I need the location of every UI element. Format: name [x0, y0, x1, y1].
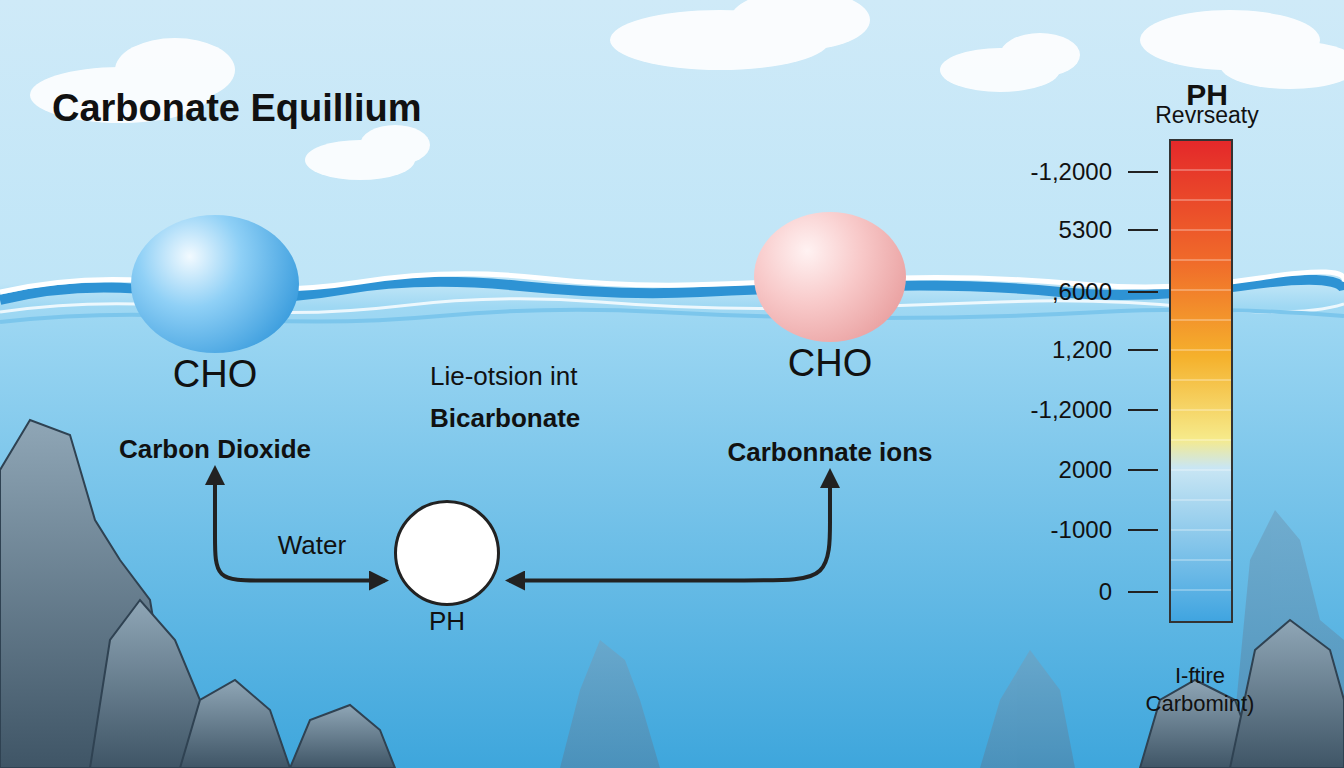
edge-label: Water: [278, 530, 346, 559]
scale-value: 5300: [1059, 217, 1112, 243]
bar-grid-line: [1171, 410, 1231, 411]
node-heading: Carbonnate ions: [721, 437, 938, 468]
bar-grid-line: [1171, 380, 1231, 381]
tick-mark: [1128, 349, 1158, 351]
bar-grid-line: [1171, 470, 1231, 471]
scale-value: -1,2000: [1031, 159, 1112, 185]
bar-grid-line: [1171, 440, 1231, 441]
bar-grid-line: [1171, 560, 1231, 561]
scale-footer: I-ftire: [1175, 664, 1225, 688]
bar-grid-line: [1171, 530, 1231, 531]
scale-value: 0: [1099, 579, 1112, 605]
scale-value: 1,200: [1052, 337, 1112, 363]
tick-mark: [1128, 469, 1158, 471]
tick-mark: [1128, 409, 1158, 411]
clouds: [30, 0, 1344, 180]
bar-grid-line: [1171, 170, 1231, 171]
bar-grid-line: [1171, 290, 1231, 291]
ph-circle-body: [394, 500, 500, 606]
bar-grid-line: [1171, 260, 1231, 261]
bar-grid-line: [1171, 500, 1231, 501]
molecule-sphere-body: [131, 215, 299, 353]
bar-grid-line: [1171, 320, 1231, 321]
molecule-sphere: CHO Carbonnate ions: [721, 212, 938, 468]
reaction-arrow: [215, 469, 385, 581]
bar-grid-line: [1171, 350, 1231, 351]
tick-mark: [1128, 529, 1158, 531]
node-heading: Carbon Dioxide: [113, 434, 317, 465]
scale-value: 2000: [1059, 457, 1112, 483]
process-label: Bicarbonate: [430, 404, 580, 433]
tick-mark: [1128, 229, 1158, 231]
scale-value: -1000: [1051, 517, 1112, 543]
scale-heading: Revrseaty: [1155, 103, 1259, 128]
process-label: Lie-otsion int: [430, 362, 577, 391]
scale-value: -1,2000: [1031, 397, 1112, 423]
tick-mark: [1128, 591, 1158, 593]
diagram-title: Carbonate Equillium: [52, 88, 421, 130]
bar-grid-line: [1171, 230, 1231, 231]
molecule-sphere: CHO Carbon Dioxide: [113, 215, 317, 465]
ph-circle: PH: [388, 500, 506, 637]
formula-text: PH: [388, 606, 506, 637]
ph-scale-bar: [1128, 140, 1232, 622]
reaction-arrow: [509, 472, 830, 581]
formula-text: CHO: [721, 342, 938, 385]
bar-grid-line: [1171, 590, 1231, 591]
scale-value: ,6000: [1052, 279, 1112, 305]
tick-mark: [1128, 291, 1158, 293]
tick-mark: [1128, 171, 1158, 173]
formula-text: CHO: [113, 353, 317, 396]
molecule-sphere-body: [754, 212, 906, 342]
bar-grid-line: [1171, 200, 1231, 201]
rocks: [0, 420, 1344, 768]
scale-footer: Carbomint): [1146, 692, 1255, 716]
